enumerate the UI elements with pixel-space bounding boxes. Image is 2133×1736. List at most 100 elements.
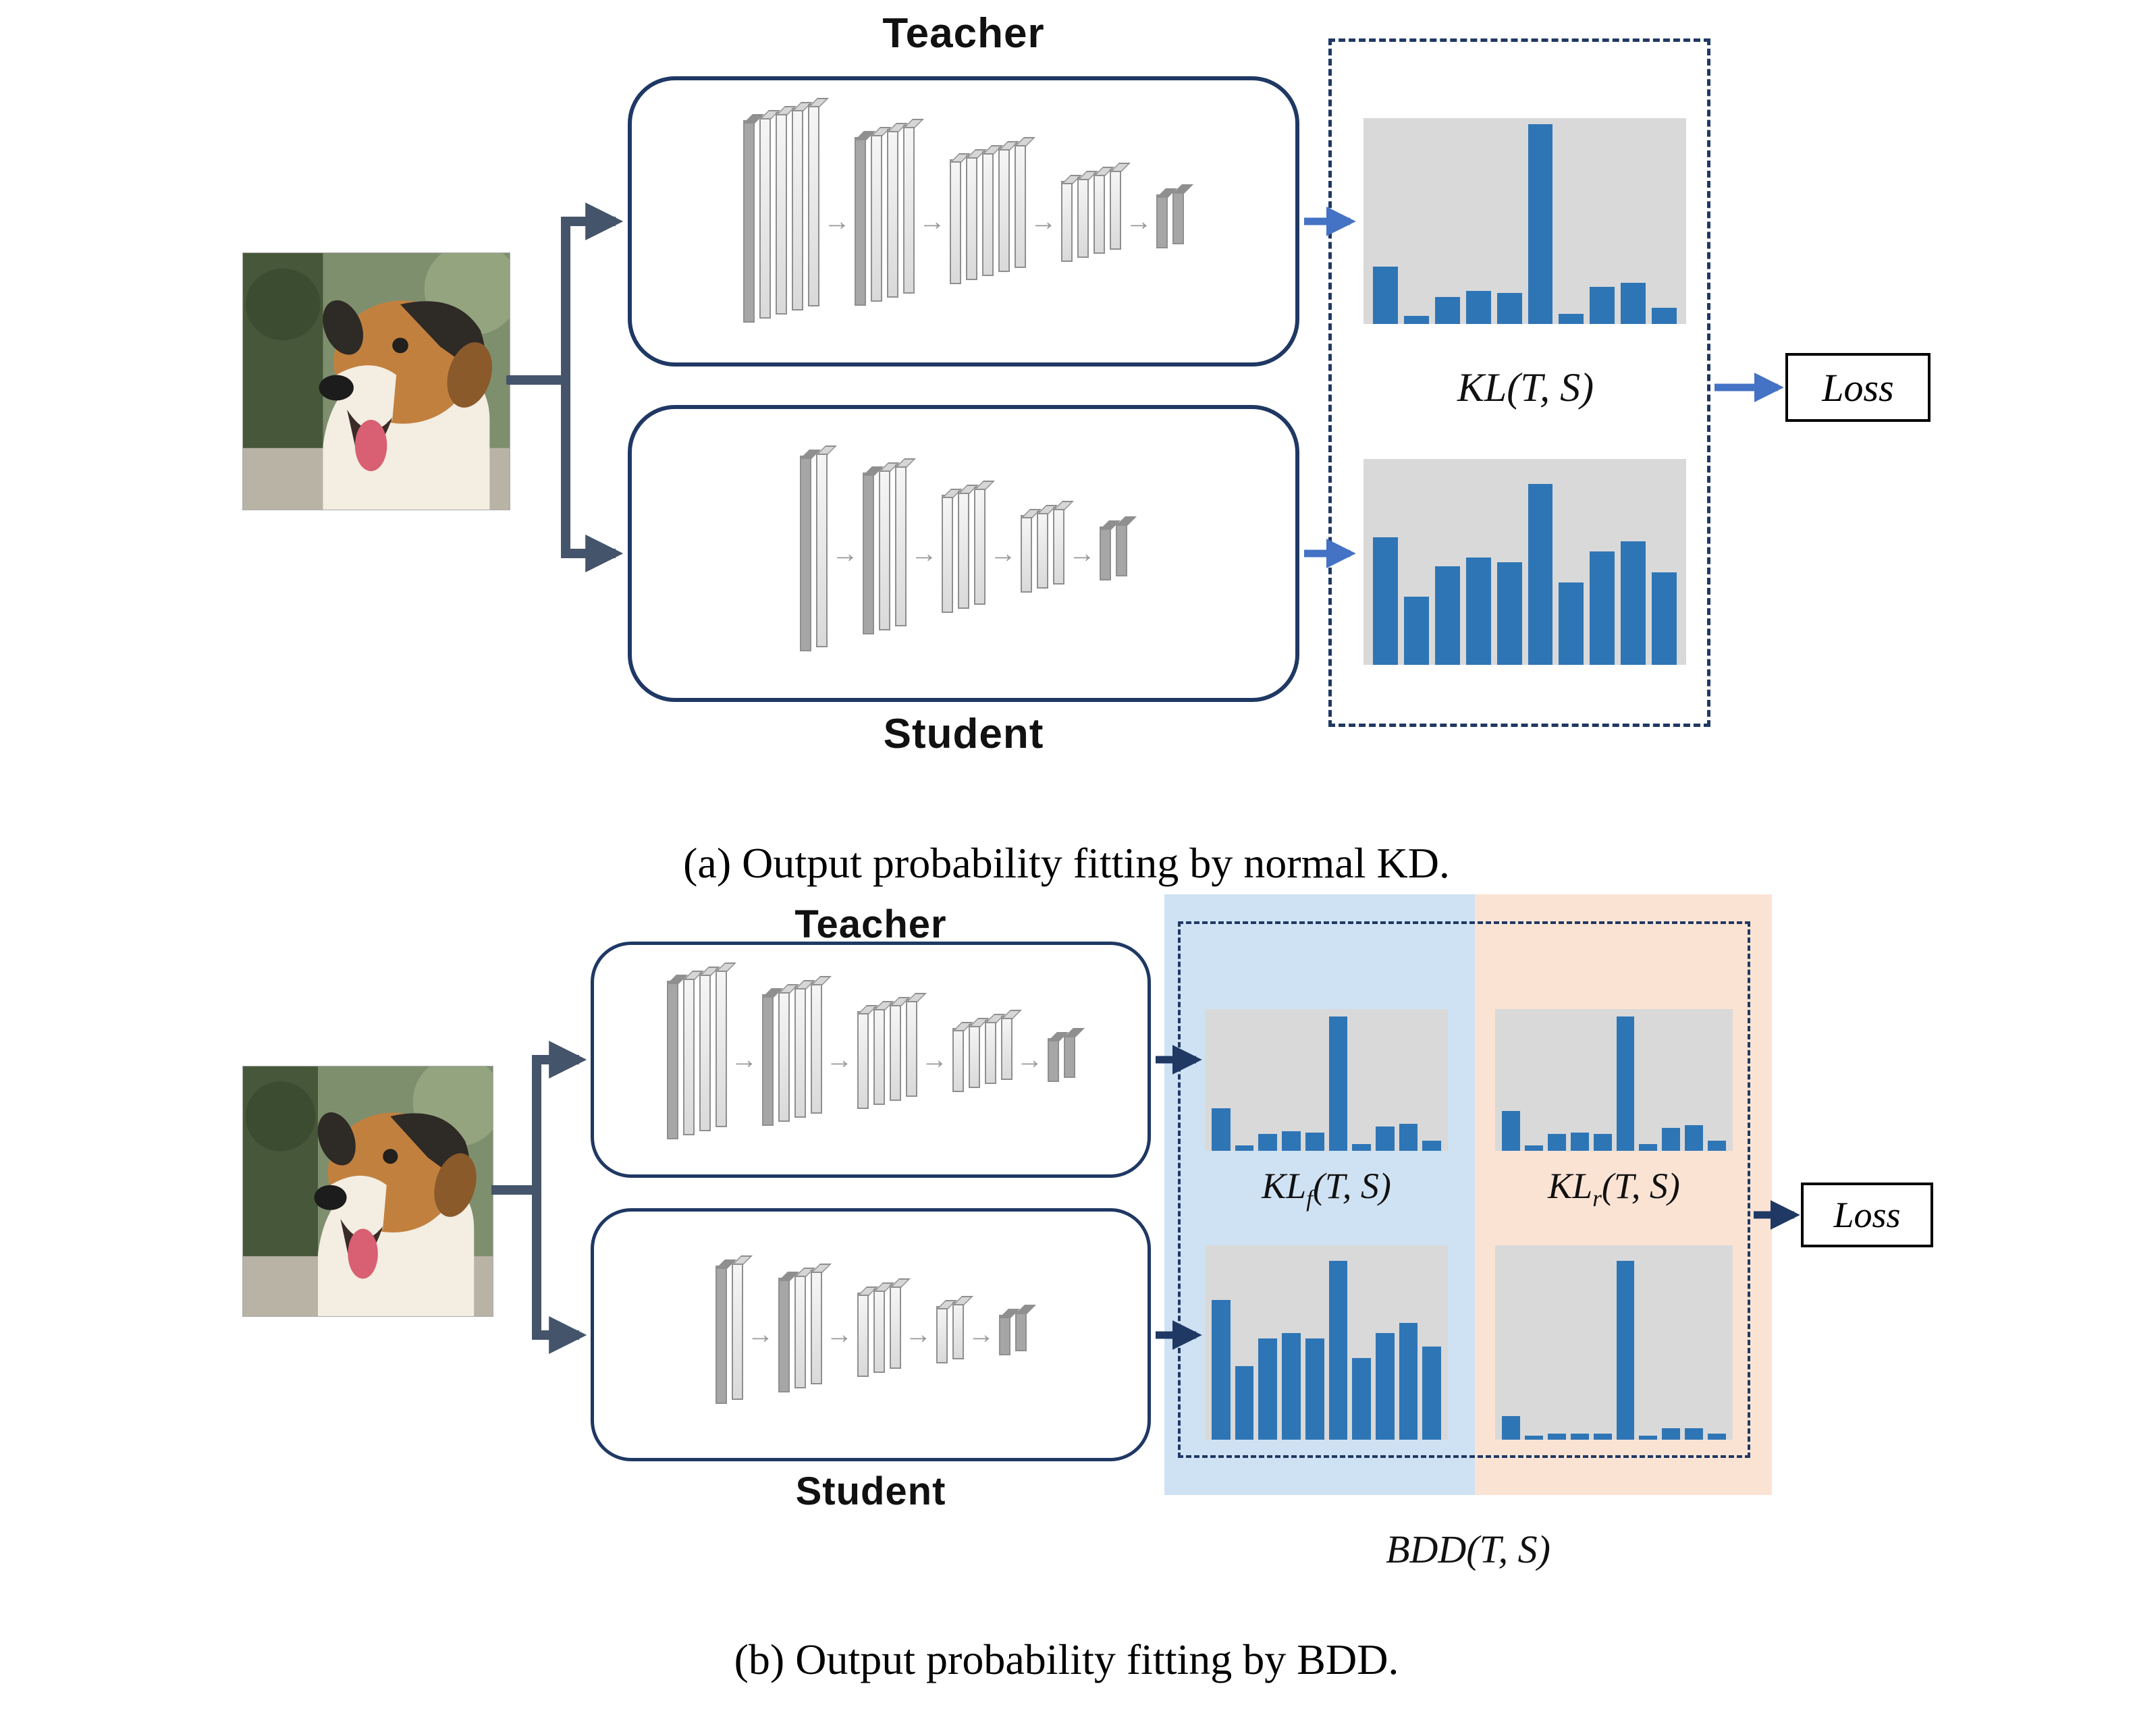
conv-layer-slab [778,1277,790,1392]
histogram-bar [1570,1132,1589,1151]
input-image-dog-a [242,252,510,510]
teacher-cnn-diagram-b: →→→→ [594,945,1148,1174]
conv-block [863,464,907,634]
layer-arrow-icon: → [1016,1044,1044,1075]
conv-layer-slab [879,468,890,630]
conv-block [1021,506,1064,593]
conv-block [857,998,917,1109]
histogram-bar [1639,1436,1658,1440]
histogram-bar [1593,1434,1612,1440]
teacher-reverse-histogram-b [1495,1009,1733,1151]
klf-base: KL [1262,1166,1307,1206]
histogram-bar [1496,562,1522,665]
conv-layer-slab [887,129,898,298]
histogram-bar [1502,1416,1520,1440]
layer-arrow-icon: → [921,1044,948,1075]
conv-block [1047,1033,1075,1082]
histogram-bar [1375,1332,1395,1440]
conv-layer-slab [903,125,915,294]
teacher-network-box-a: →→→→ [628,76,1299,367]
conv-layer-slab [1061,181,1073,262]
conv-layer-slab [792,108,803,310]
histogram-bar [1403,597,1429,665]
histogram-bar [1570,1434,1589,1440]
student-forward-histogram-b [1205,1245,1448,1440]
histogram-bar [1708,1434,1727,1440]
histogram-bar [1559,313,1584,324]
student-network-box-a: →→→→ [628,405,1299,702]
histogram-bar [1685,1125,1704,1151]
conv-layer-slab [794,1273,806,1388]
conv-layer-slab [778,989,790,1122]
histogram-bar [1547,1434,1566,1440]
student-reverse-histogram-b [1495,1245,1733,1440]
conv-layer-slab [1063,1033,1075,1078]
histogram-bar [1559,582,1584,665]
teacher-network-box-b: →→→→ [591,942,1151,1178]
layer-arrow-icon: → [826,1320,853,1349]
conv-block [1156,190,1184,248]
conv-layer-slab [816,452,828,647]
teacher-forward-histogram-b [1205,1009,1448,1151]
histogram-bar [1621,283,1646,324]
conv-block [998,1310,1027,1355]
histogram-bar [1590,287,1615,324]
layer-arrow-icon: → [905,1320,932,1349]
arrow-input-to-teacher-a [561,202,624,380]
conv-block [942,486,986,613]
histogram-bar [1639,1143,1658,1151]
layer-arrow-icon: → [1125,206,1152,236]
conv-layer-slab [1021,514,1032,593]
conv-layer-slab [873,1289,885,1373]
histogram-bar [1305,1338,1324,1440]
conv-layer-slab [857,1010,869,1109]
conv-layer-slab [984,1019,996,1084]
conv-layer-slab [1015,1310,1027,1351]
student-cnn-diagram-b: →→→→ [594,1212,1148,1458]
conv-layer-slab [855,137,866,306]
conv-layer-slab [871,133,882,302]
conv-layer-slab [974,486,986,605]
conv-layer-slab [873,1006,885,1105]
conv-layer-slab [794,985,806,1118]
panel-b-teacher-title: Teacher [794,902,947,946]
histogram-bar [1258,1338,1278,1440]
conv-layer-slab [731,1262,743,1400]
conv-layer-slab [952,1027,964,1092]
klf-sub: f [1306,1185,1313,1212]
histogram-bar [1621,541,1646,665]
conv-layer-slab [1037,510,1048,589]
conv-block [855,125,915,306]
conv-layer-slab [889,1284,901,1369]
conv-layer-slab [666,980,678,1139]
histogram-bar [1328,1016,1348,1151]
conv-block [950,142,1026,284]
conv-block [778,1269,822,1392]
histogram-bar [1593,1133,1612,1151]
layer-arrow-icon: → [1069,538,1096,568]
panel-a-student-title: Student [883,711,1044,757]
conv-layer-slab [1110,169,1121,250]
conv-layer-slab [1156,194,1168,248]
conv-layer-slab [998,146,1010,272]
conv-layer-slab [699,972,711,1131]
conv-layer-slab [800,456,811,651]
histogram-bar [1422,1346,1442,1440]
histogram-bar [1502,1111,1520,1151]
histogram-bar [1305,1132,1324,1151]
conv-layer-slab [936,1306,948,1363]
conv-layer-slab [1047,1037,1059,1082]
histogram-bar [1590,551,1615,665]
conv-layer-slab [889,1002,901,1101]
loss-box-b: Loss [1801,1183,1933,1247]
conv-layer-slab [1094,173,1105,254]
histogram-bar [1403,315,1429,324]
conv-layer-slab [966,155,977,280]
student-probability-histogram-a [1364,459,1686,665]
conv-layer-slab [1077,177,1089,258]
loss-label-b: Loss [1833,1195,1901,1235]
conv-layer-slab [1172,190,1184,244]
histogram-bar [1528,124,1553,324]
histogram-bar [1496,293,1522,324]
conv-layer-slab [810,1269,822,1384]
